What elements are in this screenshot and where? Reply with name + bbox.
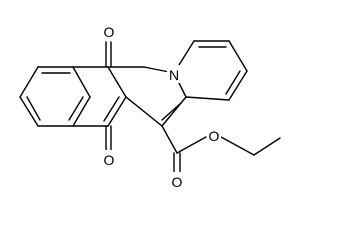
quinone-ring bbox=[72, 66, 127, 127]
carbonyl-top bbox=[105, 41, 112, 68]
atom-n-ring-label: N bbox=[169, 67, 179, 83]
atom-o-top-label: O bbox=[104, 24, 115, 40]
atom-o-ester-carbonyl-label: O bbox=[172, 174, 183, 190]
atom-o-top: O bbox=[102, 22, 116, 40]
chemical-structure-canvas: O O N O O bbox=[19, 22, 281, 190]
atom-o-ester-ether-label: O bbox=[209, 128, 220, 144]
atom-n-ring: N bbox=[167, 65, 181, 83]
molecule-diagram: O O N O O bbox=[19, 22, 281, 190]
benzene-ring bbox=[19, 66, 91, 127]
atom-o-ester-ether: O bbox=[207, 126, 221, 144]
carbonyl-bottom bbox=[105, 125, 112, 151]
atom-o-bottom-label: O bbox=[104, 152, 115, 168]
atom-o-ester-carbonyl: O bbox=[170, 172, 184, 190]
atom-o-bottom: O bbox=[102, 150, 116, 168]
pyridine-ring bbox=[173, 40, 248, 101]
